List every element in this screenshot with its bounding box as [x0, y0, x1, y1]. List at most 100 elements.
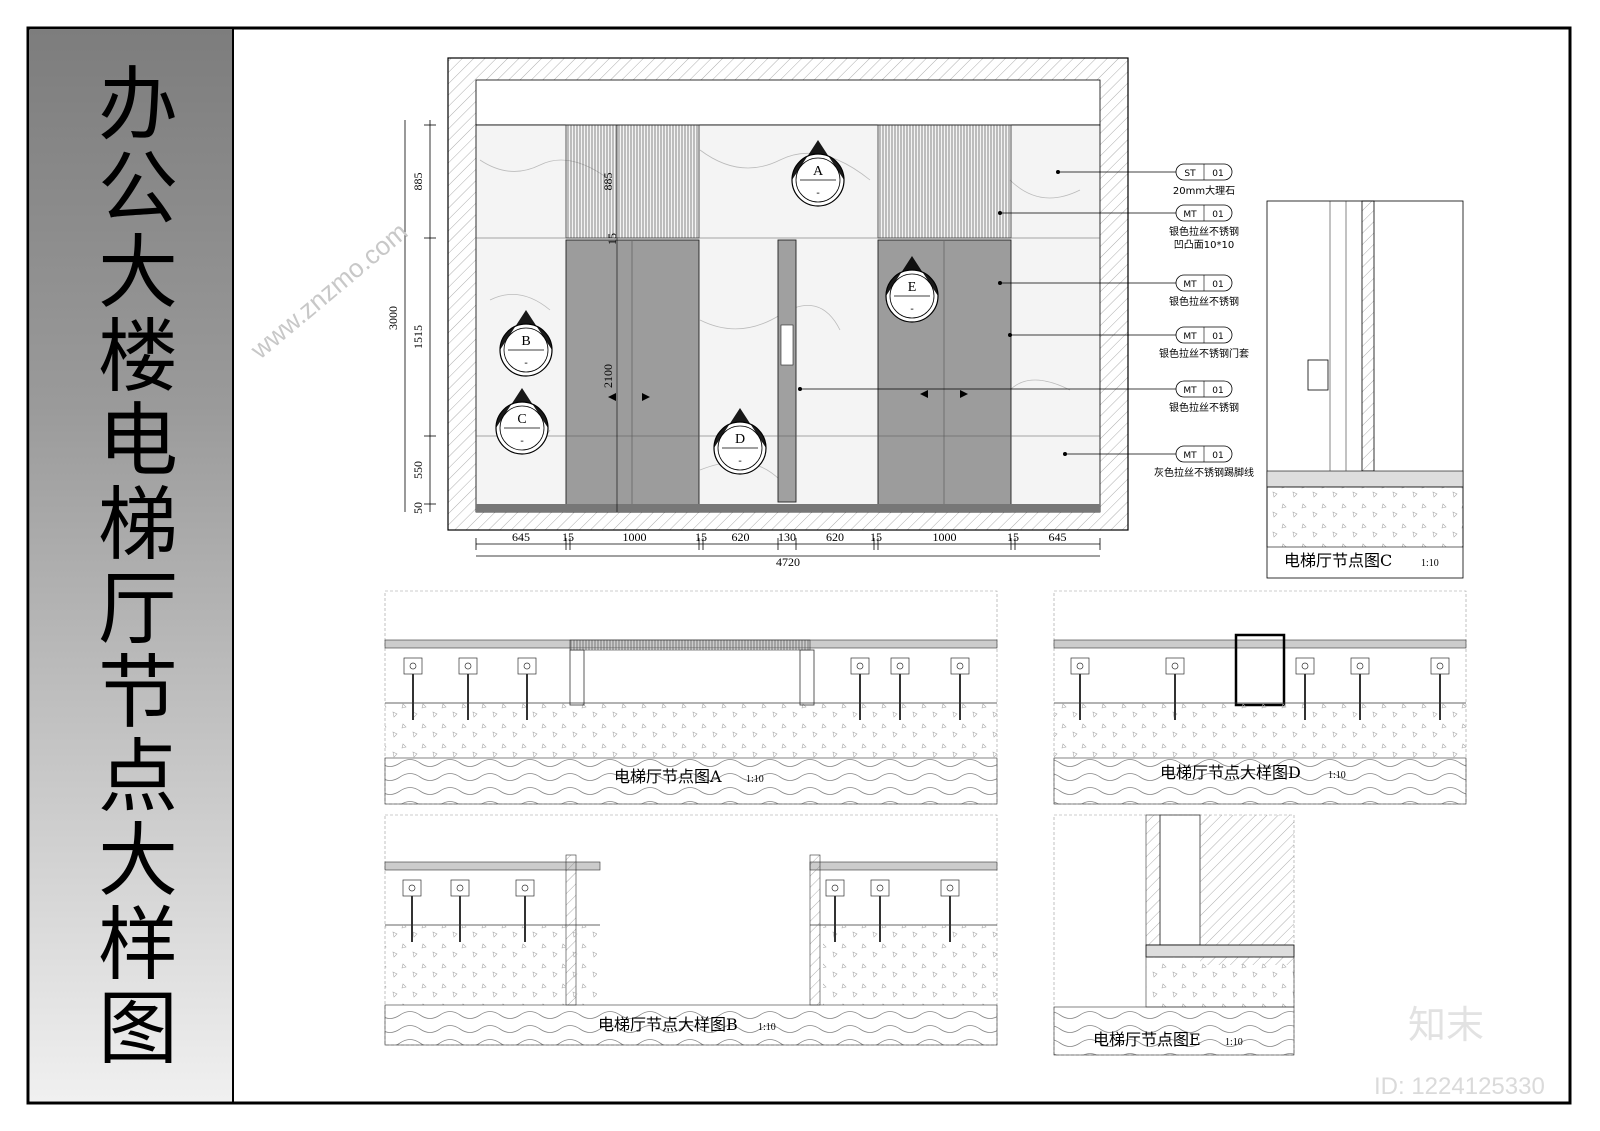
h-dim-label: 620	[826, 530, 844, 544]
bolt-head	[1171, 662, 1179, 670]
legend-text: 灰色拉丝不锈钢踢脚线	[1154, 466, 1254, 479]
fixing-bracket	[950, 657, 970, 675]
v-dim-label: 50	[411, 502, 425, 514]
fixing-bracket	[515, 879, 535, 897]
section-marker-arrow	[500, 310, 552, 350]
call-button-panel	[777, 239, 797, 503]
ceiling-void	[475, 79, 1101, 126]
legend-code: MT	[1183, 280, 1197, 290]
strip-panel-right	[877, 124, 1012, 239]
legend-code: ST	[1184, 169, 1196, 179]
h-dim-label: 645	[512, 530, 530, 544]
fixing-bracket	[402, 879, 422, 897]
detail-a-title: 电梯厅节点图A	[614, 767, 722, 786]
legend-leader-dot	[998, 281, 1002, 285]
fixing-bracket	[1070, 657, 1090, 675]
section-marker-letter: C	[517, 412, 526, 427]
v-dim-label: 550	[411, 461, 425, 479]
legend-code: MT	[1183, 451, 1197, 461]
section-marker-arrow	[886, 256, 938, 296]
legend-leader-dot	[1056, 170, 1060, 174]
bolt-head	[1076, 662, 1084, 670]
v-dim-total: 3000	[386, 306, 400, 330]
bolt-head	[946, 884, 954, 892]
legend-text: 银色拉丝不锈钢门套	[1159, 347, 1249, 360]
watermark-text: www.znzmo.com	[244, 216, 413, 365]
bolt-head	[1436, 662, 1444, 670]
detail-b-scale: 1:10	[758, 1022, 776, 1033]
bolt-head	[464, 662, 472, 670]
fixing-bracket	[1430, 657, 1450, 675]
bolt-head	[409, 662, 417, 670]
fixing-bracket	[1350, 657, 1370, 675]
detail-b-title: 电梯厅节点大样图B	[598, 1015, 738, 1034]
watermark-logo: 知末	[1408, 1003, 1484, 1047]
section-marker-sub: -	[816, 188, 820, 199]
detail-e-scale: 1:10	[1225, 1037, 1243, 1048]
inner-dim-label: 885	[601, 173, 615, 191]
h-dim-label: 1000	[933, 530, 957, 544]
fixing-bracket	[1295, 657, 1315, 675]
h-dim-label: 130	[778, 530, 796, 544]
fixing-bracket	[825, 879, 845, 897]
legend-leader-dot	[1063, 452, 1067, 456]
detail-d-title: 电梯厅节点大样图D	[1160, 763, 1301, 782]
h-dim-label: 645	[1049, 530, 1067, 544]
section-marker-letter: A	[813, 164, 824, 179]
h-dim-label: 620	[732, 530, 750, 544]
fixing-bracket	[1165, 657, 1185, 675]
detail-c-scale: 1:10	[1421, 558, 1439, 569]
bolt-head	[523, 662, 531, 670]
section-marker-arrow	[496, 388, 548, 428]
sheet-title-band: 办公大楼电梯厅节点大样图	[30, 30, 232, 1101]
section-marker-letter: E	[908, 280, 917, 295]
legend-text: 银色拉丝不锈钢	[1169, 295, 1239, 308]
legend-leader-dot	[998, 211, 1002, 215]
section-marker-sub: -	[910, 304, 914, 315]
inner-dim-label: 2100	[601, 364, 615, 388]
legend-num: 01	[1212, 280, 1223, 290]
legend-num: 01	[1212, 332, 1223, 342]
v-dim-label: 885	[411, 173, 425, 191]
detail-e: 电梯厅节点图E 1:10	[1053, 814, 1295, 1056]
section-marker-letter: B	[521, 334, 530, 349]
legend-leader-dot	[1008, 333, 1012, 337]
detail-d-scale: 1:10	[1328, 770, 1346, 781]
legend-text: 银色拉丝不锈钢	[1169, 225, 1239, 238]
section-marker-sub: -	[520, 436, 524, 447]
section-marker-sub: -	[524, 358, 528, 369]
h-dim-label: 15	[695, 530, 707, 544]
h-dim-total: 4720	[776, 555, 800, 569]
legend-text: 凹凸面10*10	[1174, 239, 1234, 251]
fixing-bracket	[870, 879, 890, 897]
h-dim-label: 15	[1007, 530, 1019, 544]
detail-b: 电梯厅节点大样图B 1:10	[384, 814, 998, 1046]
detail-d: 电梯厅节点大样图D 1:10	[1053, 590, 1467, 805]
detail-a-scale: 1:10	[746, 774, 764, 785]
sheet-border	[26, 26, 1572, 1105]
legend-num: 01	[1212, 451, 1223, 461]
bolt-head	[1356, 662, 1364, 670]
bolt-head	[408, 884, 416, 892]
fixing-bracket	[450, 879, 470, 897]
bolt-head	[831, 884, 839, 892]
sheet-title: 办公大楼电梯厅节点大样图	[85, 61, 178, 1070]
skirting	[476, 504, 1100, 512]
h-dim-label: 15	[562, 530, 574, 544]
legend-num: 01	[1212, 210, 1223, 220]
legend-code: MT	[1183, 386, 1197, 396]
detail-c: 电梯厅节点图C 1:10	[1266, 200, 1464, 579]
h-dim-label: 1000	[623, 530, 647, 544]
fixing-bracket	[517, 657, 537, 675]
bolt-head	[456, 884, 464, 892]
fixing-bracket	[890, 657, 910, 675]
detail-a: 电梯厅节点图A 1:10	[384, 590, 998, 805]
inner-dim-label: 15	[605, 233, 619, 245]
bolt-head	[1301, 662, 1309, 670]
bolt-head	[956, 662, 964, 670]
v-dim-label: 1515	[411, 325, 425, 349]
legend-leader-dot	[798, 387, 802, 391]
fixing-bracket	[940, 879, 960, 897]
